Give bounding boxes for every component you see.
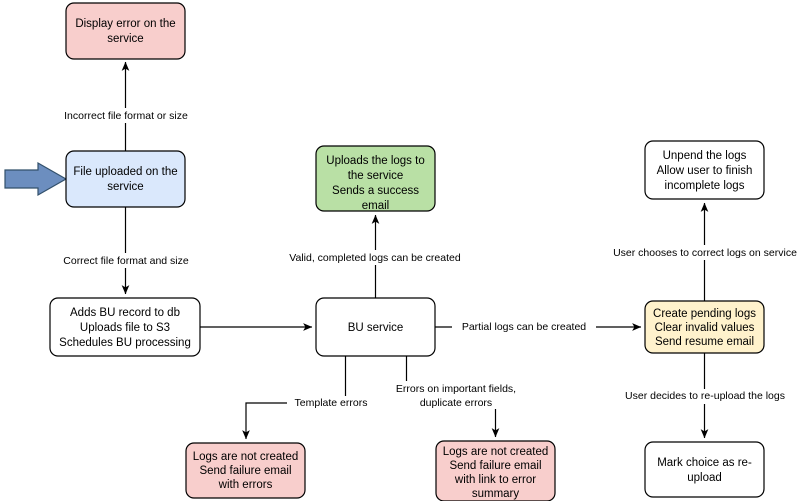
- edge-user-corrects: User chooses to correct logs on service: [605, 202, 801, 301]
- edge-important-field-errors: Errors on important fields, duplicate er…: [390, 356, 524, 438]
- node-uploads-logs-success-line-4: email: [362, 200, 389, 212]
- edge-correct-format-label: Correct file format and size: [63, 255, 189, 267]
- edge-important-field-errors-label-bg: [390, 381, 524, 409]
- node-adds-bu-record-box[interactable]: [49, 297, 201, 357]
- node-create-pending-logs-line-1: Create pending logs: [653, 308, 756, 320]
- edge-user-reuploads: User decides to re-upload the logs: [618, 353, 792, 439]
- edge-valid-logs-label-bg: [283, 250, 469, 265]
- node-logs-not-created-link[interactable]: Logs are not created Send failure email …: [435, 440, 556, 501]
- node-uploads-logs-success[interactable]: Uploads the logs to the service Sends a …: [315, 145, 436, 212]
- edge-incorrect-format-label-bg: [54, 108, 198, 123]
- edge-valid-logs-label: Valid, completed logs can be created: [289, 252, 461, 264]
- edge-template-errors-label: Template errors: [295, 397, 368, 409]
- edge-incorrect-format: Incorrect file format or size: [54, 61, 198, 151]
- node-mark-choice-reupload[interactable]: Mark choice as re- upload: [644, 441, 765, 498]
- start-arrow-shape: [4, 161, 68, 197]
- node-unpend-logs-box[interactable]: [644, 140, 765, 200]
- node-display-error[interactable]: Display error on the service: [65, 2, 186, 60]
- node-unpend-logs[interactable]: Unpend the logs Allow user to finish inc…: [644, 140, 765, 200]
- edge-template-errors: Template errors: [242, 356, 375, 440]
- node-bu-service-label: BU service: [348, 322, 404, 334]
- node-logs-not-created-link-line-3: with link to error: [454, 474, 536, 486]
- node-logs-not-created-errors[interactable]: Logs are not created Send failure email …: [185, 442, 306, 499]
- edge-correct-format-label-bg: [56, 253, 196, 268]
- node-display-error-line-2: service: [107, 33, 143, 45]
- node-logs-not-created-errors-line-1: Logs are not created: [193, 451, 299, 463]
- node-file-uploaded[interactable]: File uploaded on the service: [65, 150, 186, 208]
- edge-incorrect-format-label: Incorrect file format or size: [64, 110, 188, 122]
- node-uploads-logs-success-box[interactable]: [315, 145, 436, 212]
- edge-user-corrects-label: User chooses to correct logs on service: [613, 247, 797, 259]
- node-adds-bu-record-line-1: Adds BU record to db: [70, 307, 180, 319]
- node-logs-not-created-link-line-4: summary: [472, 488, 520, 500]
- edge-partial-logs: Partial logs can be created: [435, 320, 642, 335]
- node-file-uploaded-box[interactable]: [65, 150, 186, 208]
- node-unpend-logs-line-2: Allow user to finish: [657, 165, 753, 177]
- node-uploads-logs-success-line-3: Sends a success: [332, 185, 419, 197]
- node-uploads-logs-success-line-1: Uploads the logs to: [326, 155, 424, 167]
- node-display-error-box[interactable]: [65, 2, 186, 60]
- node-logs-not-created-errors-line-2: Send failure email: [199, 465, 291, 477]
- node-file-uploaded-line-1: File uploaded on the: [73, 166, 177, 178]
- node-bu-service[interactable]: BU service: [315, 297, 436, 357]
- edge-template-errors-label-bg: [287, 396, 375, 411]
- node-logs-not-created-errors-box[interactable]: [185, 442, 306, 499]
- node-mark-choice-reupload-line-2: upload: [687, 472, 722, 484]
- start-arrow-icon: [4, 161, 68, 197]
- node-mark-choice-reupload-line-1: Mark choice as re-: [657, 457, 752, 469]
- node-bu-service-box[interactable]: [315, 297, 436, 357]
- edge-user-reuploads-label: User decides to re-upload the logs: [625, 390, 785, 402]
- node-create-pending-logs-line-2: Clear invalid values: [655, 322, 755, 334]
- node-uploads-logs-success-line-2: the service: [348, 170, 404, 182]
- node-mark-choice-reupload-box[interactable]: [644, 441, 765, 498]
- node-adds-bu-record[interactable]: Adds BU record to db Uploads file to S3 …: [49, 297, 201, 357]
- edge-user-reuploads-label-bg: [618, 389, 792, 404]
- edge-valid-logs: Valid, completed logs can be created: [283, 214, 469, 298]
- node-adds-bu-record-line-3: Schedules BU processing: [59, 337, 191, 349]
- edge-correct-format: Correct file format and size: [56, 207, 196, 295]
- node-create-pending-logs[interactable]: Create pending logs Clear invalid values…: [644, 300, 765, 354]
- node-adds-bu-record-line-2: Uploads file to S3: [80, 322, 170, 334]
- edge-partial-logs-label-bg: [452, 320, 596, 335]
- node-display-error-line-1: Display error on the: [75, 18, 175, 30]
- node-logs-not-created-link-line-1: Logs are not created: [443, 446, 549, 458]
- edge-user-corrects-label-bg: [605, 245, 801, 260]
- edge-partial-logs-label: Partial logs can be created: [462, 321, 586, 333]
- node-logs-not-created-link-box[interactable]: [435, 440, 556, 501]
- edge-important-field-errors-label-line-2: duplicate errors: [420, 397, 492, 409]
- node-unpend-logs-line-3: incomplete logs: [665, 180, 745, 192]
- node-unpend-logs-line-1: Unpend the logs: [663, 150, 747, 162]
- node-create-pending-logs-box[interactable]: [644, 300, 765, 354]
- node-file-uploaded-line-2: service: [107, 181, 143, 193]
- node-logs-not-created-link-line-2: Send failure email: [449, 460, 541, 472]
- node-create-pending-logs-line-3: Send resume email: [655, 336, 754, 348]
- edge-important-field-errors-label-line-1: Errors on important fields,: [396, 383, 516, 395]
- node-logs-not-created-errors-line-3: with errors: [218, 479, 273, 491]
